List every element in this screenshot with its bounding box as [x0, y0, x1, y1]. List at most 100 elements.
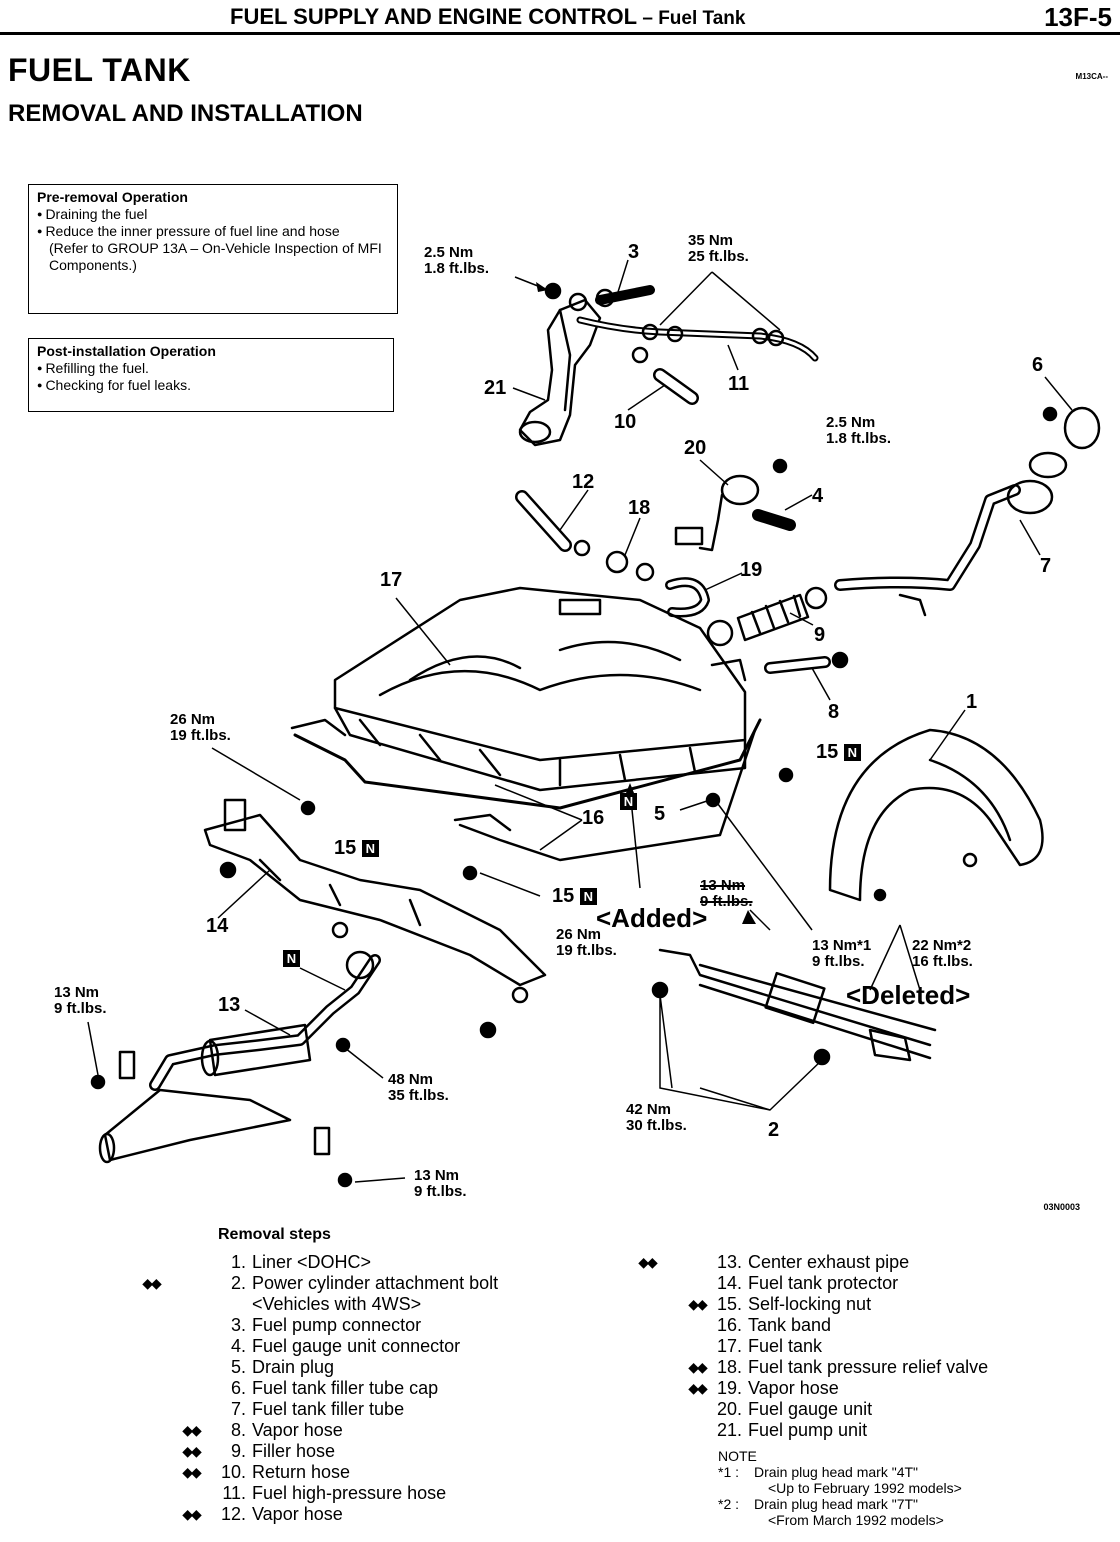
list-item: 3.Fuel pump connector	[230, 1315, 422, 1335]
removal-steps-right: ◆◆13.Center exhaust pipe 14.Fuel tank pr…	[638, 1252, 988, 1441]
note-1: *1 : Drain plug head mark "4T" <Up to Fe…	[718, 1464, 962, 1496]
callout-15-bottom: 15 N	[552, 886, 597, 906]
list-item: 11.Fuel high-pressure hose	[222, 1483, 447, 1503]
list-item: 6.Fuel tank filler tube cap	[230, 1378, 439, 1398]
list-item: ◆◆13.Center exhaust pipe	[638, 1252, 988, 1273]
section-header: FUEL SUPPLY AND ENGINE CONTROL – Fuel Ta…	[230, 4, 745, 30]
new-part-mark: N	[361, 840, 379, 858]
new-part-mark-drain: N	[620, 793, 637, 811]
post-installation-box: Post-installation Operation Refilling th…	[28, 338, 394, 412]
notes-title: NOTE	[718, 1448, 757, 1464]
service-mark-icon: ◆◆	[688, 1359, 708, 1375]
callout-16: 16	[582, 807, 605, 829]
fuel-pump-connector-part	[595, 285, 655, 305]
pre-removal-item: Reduce the inner pressure of fuel line a…	[37, 223, 389, 240]
post-installation-item: Refilling the fuel.	[37, 360, 385, 377]
section-separator: –	[637, 8, 659, 29]
removal-steps-title: Removal steps	[218, 1226, 331, 1243]
list-item: ◆◆8.Vapor hose	[182, 1420, 498, 1441]
pre-removal-item: Draining the fuel	[37, 206, 389, 223]
callout-7: 7	[1040, 555, 1052, 577]
callout-19: 19	[740, 559, 763, 581]
section-title: FUEL SUPPLY AND ENGINE CONTROL	[230, 4, 638, 29]
list-item: 17.Fuel tank	[716, 1336, 823, 1356]
list-item: 5.Drain plug	[230, 1357, 335, 1377]
callout-1: 1	[966, 691, 978, 713]
list-item: 16.Tank band	[716, 1315, 832, 1335]
doc-code: M13CA--	[1075, 72, 1108, 81]
leader-lines	[87, 259, 1073, 1183]
new-part-mark-exhaust: N	[283, 950, 300, 968]
callout-20: 20	[684, 437, 707, 459]
callout-4: 4	[812, 485, 824, 507]
list-item: 4.Fuel gauge unit connector	[230, 1336, 461, 1356]
callout-5: 5	[654, 803, 666, 825]
new-part-mark: N	[843, 744, 861, 762]
new-part-mark: N	[579, 888, 597, 906]
callout-18: 18	[628, 497, 651, 519]
pre-removal-box: Pre-removal Operation Draining the fuel …	[28, 184, 398, 314]
callout-17: 17	[380, 569, 403, 591]
header-rule	[0, 32, 1120, 35]
service-mark-icon: ◆◆	[638, 1254, 658, 1270]
service-mark-icon: ◆◆	[142, 1275, 162, 1291]
callout-6: 6	[1032, 354, 1044, 376]
section-subtitle: Fuel Tank	[658, 8, 746, 29]
list-item: ◆◆18.Fuel tank pressure relief valve	[688, 1357, 988, 1378]
callout-2: 2	[768, 1119, 780, 1141]
fuel-gauge-unit-part	[674, 458, 796, 552]
callout-15-right: 15 N	[816, 742, 861, 762]
callout-15-left: 15 N	[334, 838, 379, 858]
fuel-tank-part	[333, 586, 747, 792]
pre-removal-title: Pre-removal Operation	[37, 189, 188, 205]
list-item: ◆◆12.Vapor hose	[182, 1504, 498, 1525]
page-number: 13F-5	[1044, 2, 1112, 32]
service-mark-icon: ◆◆	[182, 1464, 202, 1480]
list-item: 7.Fuel tank filler tube	[230, 1399, 405, 1419]
deleted-annotation: <Deleted>	[846, 980, 971, 1010]
fuel-tank-filler-tube-part	[834, 406, 1101, 617]
callout-8: 8	[828, 701, 840, 723]
exploded-view-diagram	[87, 259, 1101, 1188]
callout-10: 10	[614, 411, 637, 433]
list-item: 1.Liner <DOHC>	[230, 1252, 372, 1272]
callout-21: 21	[484, 377, 507, 399]
callout-14: 14	[206, 915, 229, 937]
list-item: ◆◆9.Filler hose	[182, 1441, 498, 1462]
service-mark-icon: ◆◆	[182, 1506, 202, 1522]
list-item: ◆◆10.Return hose	[182, 1462, 498, 1483]
callout-13: 13	[218, 994, 241, 1016]
post-installation-item: Checking for fuel leaks.	[37, 377, 385, 394]
list-item: 21.Fuel pump unit	[716, 1420, 868, 1440]
service-mark-icon: ◆◆	[688, 1296, 708, 1312]
post-installation-title: Post-installation Operation	[37, 343, 216, 359]
note-2: *2 : Drain plug head mark "7T" <From Mar…	[718, 1496, 944, 1528]
list-item: 20.Fuel gauge unit	[716, 1399, 873, 1419]
list-item: ◆◆2.Power cylinder attachment bolt<Vehic…	[142, 1273, 498, 1315]
filler-hose-part	[706, 586, 828, 647]
fuel-pump-unit-part	[518, 292, 602, 447]
callout-9: 9	[814, 624, 826, 646]
callout-12: 12	[572, 471, 595, 493]
service-mark-icon: ◆◆	[182, 1422, 202, 1438]
page-title: FUEL TANK	[8, 52, 191, 88]
callout-11: 11	[728, 373, 750, 395]
service-mark-icon: ◆◆	[182, 1443, 202, 1459]
liner-part	[828, 728, 1044, 902]
removal-steps-left: 1.Liner <DOHC> ◆◆2.Power cylinder attach…	[142, 1252, 498, 1525]
center-exhaust-pipe-part	[90, 950, 381, 1188]
list-item: ◆◆15.Self-locking nut	[688, 1294, 988, 1315]
pre-removal-reference: (Refer to GROUP 13A – On-Vehicle Inspect…	[49, 240, 382, 273]
list-item: 14.Fuel tank protector	[716, 1273, 899, 1293]
list-item: ◆◆19.Vapor hose	[688, 1378, 988, 1399]
